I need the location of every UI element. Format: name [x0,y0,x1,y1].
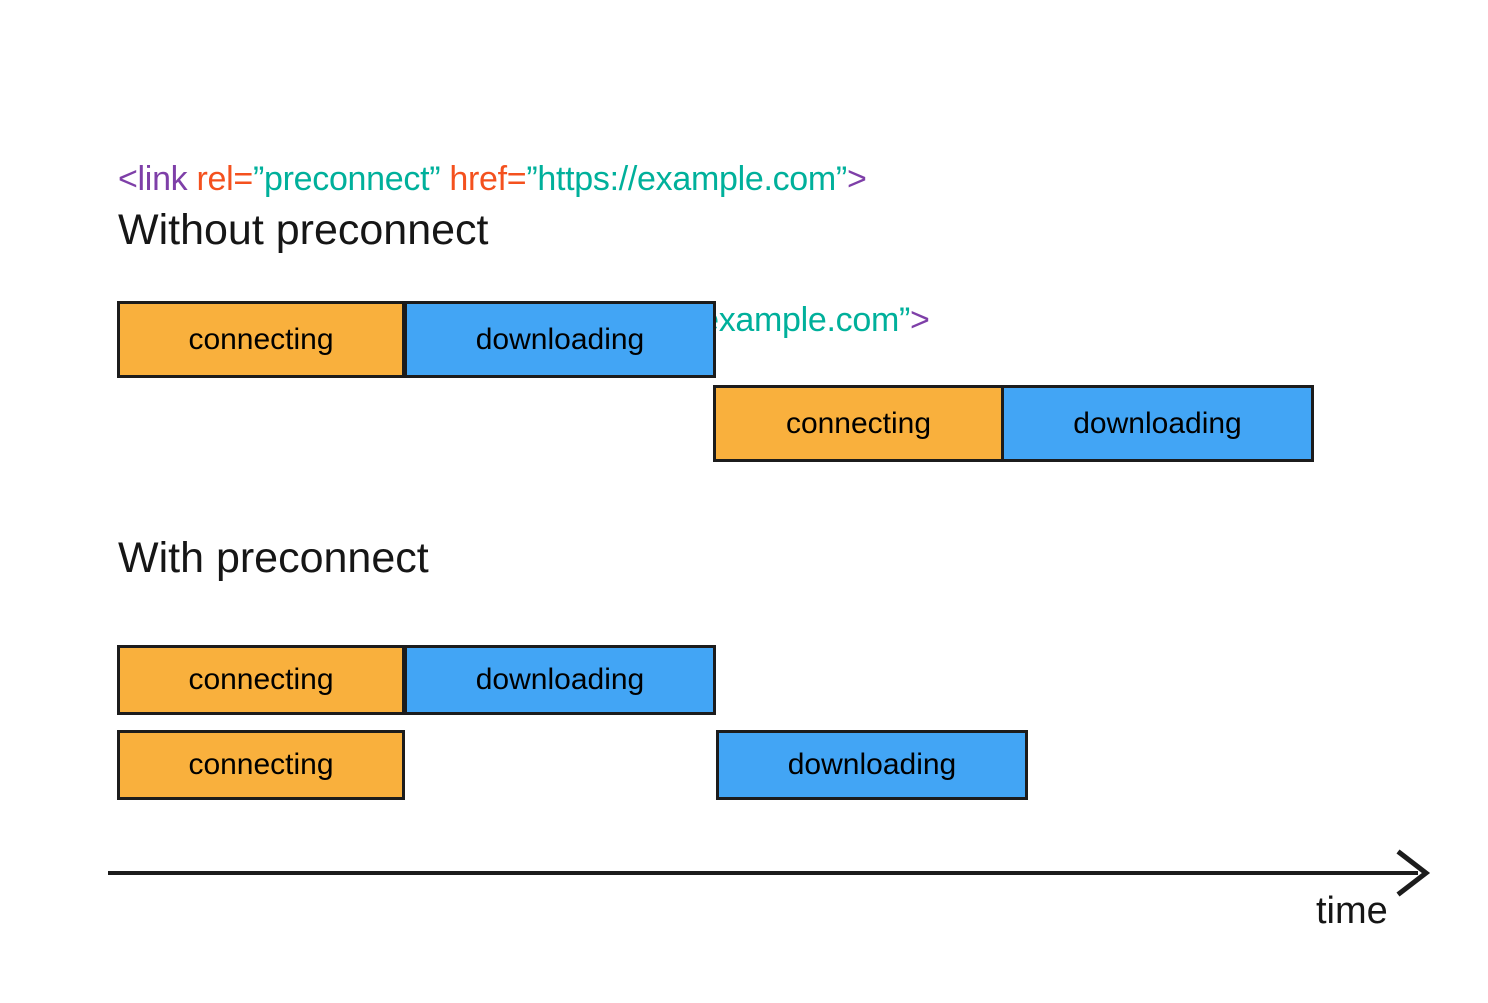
bar-segment-connecting: connecting [117,645,405,715]
bar-segment-downloading: downloading [1001,385,1314,462]
section-title-with-preconnect: With preconnect [118,534,429,582]
bar-segment-connecting: connecting [117,730,405,800]
bar-segment-downloading: downloading [404,645,716,715]
code-value-rel: ”preconnect” [252,160,450,198]
bar-segment-connecting: connecting [713,385,1004,462]
code-tag-open: <link [118,160,197,198]
code-tag-close: > [846,160,867,198]
code-attr-rel: rel= [196,160,254,198]
section-title-without-preconnect: Without preconnect [118,206,489,254]
bar-segment-connecting: connecting [117,301,405,378]
time-axis-label: time [1316,890,1388,932]
time-axis-arrow [108,849,1431,897]
code-attr-href: href= [449,160,527,198]
code-tag-close: > [910,301,930,339]
bar-segment-downloading: downloading [404,301,716,378]
code-value-href: ”https://example.com” [526,160,847,198]
code-line-1: <link rel=”preconnect” href=”https://exa… [118,156,930,203]
bar-segment-downloading: downloading [716,730,1028,800]
